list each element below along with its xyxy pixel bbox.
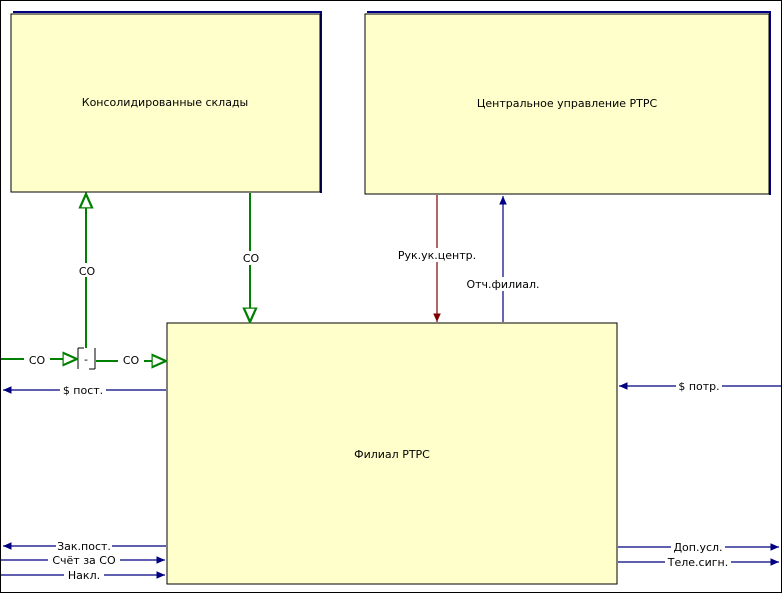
box-warehouses-label: Консолидированные склады	[82, 96, 248, 109]
arrow-money-out-label: $ пост.	[63, 384, 103, 397]
box-branch[interactable]: Филиал РТРС	[166, 322, 618, 585]
box-branch-label: Филиал РТРС	[354, 448, 430, 461]
arrow-branch-report[interactable]: Отч.филиал.	[466, 196, 540, 322]
arrow-co-down[interactable]: СО	[238, 193, 262, 322]
junction-co[interactable]: -	[77, 347, 96, 370]
arrow-waybill[interactable]: Накл.	[1, 568, 165, 582]
arrow-zak-post-label: Зак.пост.	[57, 540, 111, 553]
arrow-invoice-label: Счёт за СО	[52, 554, 116, 567]
arrow-branch-report-label: Отч.филиал.	[466, 278, 539, 291]
arrow-co-down-label: СО	[243, 252, 260, 265]
junction-label: -	[84, 353, 88, 366]
arrow-co-up-label: СО	[79, 265, 96, 278]
arrow-management-label: Рук.ук.центр.	[398, 249, 476, 262]
arrow-dop-usl[interactable]: Доп.усл.	[618, 540, 779, 554]
box-warehouses[interactable]: Консолидированные склады	[10, 11, 322, 193]
arrow-tele-label: Теле.сигн.	[667, 556, 728, 569]
arrow-co-to-branch-label: СО	[123, 354, 140, 367]
arrow-money-in-label: $ потр.	[678, 380, 719, 393]
arrow-co-in-left-label: СО	[29, 354, 46, 367]
arrow-tele[interactable]: Теле.сигн.	[618, 555, 779, 569]
arrow-invoice[interactable]: Счёт за СО	[1, 553, 165, 567]
arrow-waybill-label: Накл.	[68, 569, 100, 582]
arrow-co-in-left[interactable]: СО	[1, 352, 77, 367]
box-central-management[interactable]: Центральное управление РТРС	[364, 11, 771, 195]
arrow-co-up[interactable]: СО	[74, 194, 98, 348]
arrow-zak-post[interactable]: Зак.пост.	[3, 539, 166, 553]
box-central-management-label: Центральное управление РТРС	[477, 97, 658, 110]
arrow-money-out[interactable]: $ пост.	[3, 383, 166, 397]
arrow-co-to-branch[interactable]: СО	[96, 353, 166, 367]
arrow-management[interactable]: Рук.ук.центр.	[398, 195, 476, 322]
arrow-money-in[interactable]: $ потр.	[619, 379, 781, 393]
arrow-dop-usl-label: Доп.усл.	[673, 541, 722, 554]
